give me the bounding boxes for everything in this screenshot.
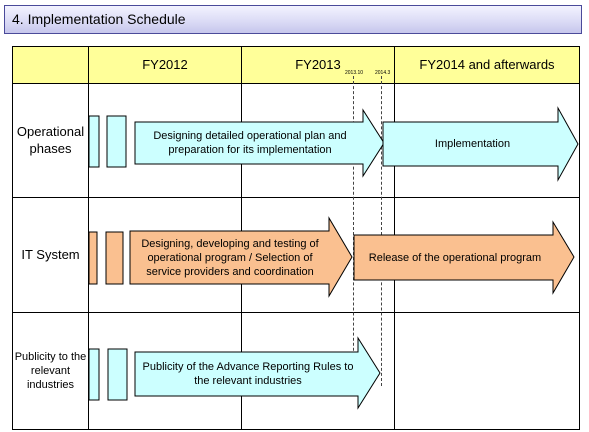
milestone-line-2013-10 [353,76,354,386]
row3-small-box-1 [88,348,100,401]
row1-arrow-design [134,108,385,178]
row2-arrow-release-text: Release of the operational program [368,251,542,264]
row1-arrow-implementation-text: Implementation [434,138,511,150]
row2-small-box-1 [88,231,98,285]
row1-small-box-2 [106,115,127,168]
page-title: 4. Implementation Schedule [4,5,582,34]
schedule-grid: FY2012 FY2013 FY2014 and afterwards Oper… [12,46,580,430]
milestone-line-2014-3 [381,76,382,386]
milestone-label-2013-10: 2013.10 [345,70,364,76]
row3-arrow-publicity [134,336,381,410]
milestone-label-2014-3: 2014.3 [375,70,391,76]
row1-arrow-implementation [382,106,579,182]
row3-small-box-2 [107,348,128,401]
row1-arrow-design-text: Designing detailed operational plan and … [153,130,347,156]
row2-arrow-design-text: Designing, developing and testing of ope… [141,237,319,278]
row1-small-box-1 [88,115,100,168]
row2-small-box-2 [105,231,124,285]
row3-fy2014-cell [394,312,580,430]
row2-arrow-design [129,216,353,298]
row3-arrow-publicity-text: Publicity of the Advance Reporting Rules… [142,361,354,387]
row2-arrow-release [353,220,575,295]
